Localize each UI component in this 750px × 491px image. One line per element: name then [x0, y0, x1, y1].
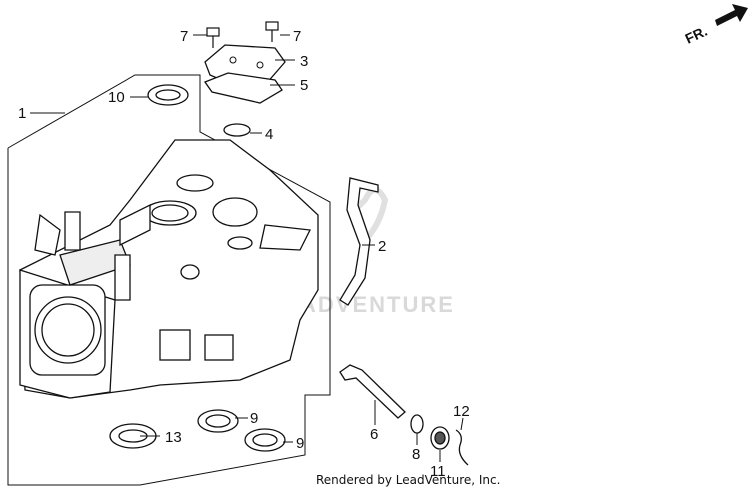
front-label: FR.: [683, 23, 710, 47]
washer: [410, 414, 424, 434]
callout-5: 5: [300, 77, 308, 94]
callout-7-right: 7: [293, 28, 301, 45]
callout-10: 10: [108, 89, 125, 106]
cylinder-block: [19, 139, 319, 399]
callout-9-upper: 9: [250, 410, 258, 427]
sealing-plug: [223, 123, 251, 137]
callout-6: 6: [370, 426, 378, 443]
callout-labels: 1 2 3 4 5 6 7 7 8 9 9 10 11 12 13: [18, 28, 470, 480]
shaft-oil-seal: [430, 426, 450, 450]
governor-shaft: [339, 364, 406, 419]
cotter-pin: [455, 429, 469, 466]
callout-1: 1: [18, 105, 26, 122]
front-direction-indicator: FR.: [683, 4, 748, 47]
watermark-text: ADVENTURE: [300, 292, 455, 317]
oil-seal: [147, 84, 189, 106]
callout-7-left: 7: [180, 28, 188, 45]
callout-12: 12: [453, 403, 470, 420]
bearing-9-upper: [197, 409, 239, 433]
breather-tube: [339, 177, 379, 306]
breather-gasket: [203, 72, 283, 104]
bearing-9-lower: [244, 428, 286, 452]
callout-13: 13: [165, 429, 182, 446]
callout-3: 3: [300, 53, 308, 70]
callout-9-lower: 9: [296, 435, 304, 452]
front-arrow-icon: [715, 4, 748, 26]
flange-bolt-left: [206, 27, 220, 48]
leader-lines: [30, 34, 464, 462]
callout-2: 2: [378, 238, 386, 255]
callout-11: 11: [430, 463, 446, 480]
callout-8: 8: [412, 446, 420, 463]
assembly-bracket: [7, 74, 331, 486]
flange-bolt-right: [265, 21, 279, 42]
render-credit: Rendered by LeadVenture, Inc.: [316, 473, 501, 487]
callout-4: 4: [265, 126, 273, 143]
